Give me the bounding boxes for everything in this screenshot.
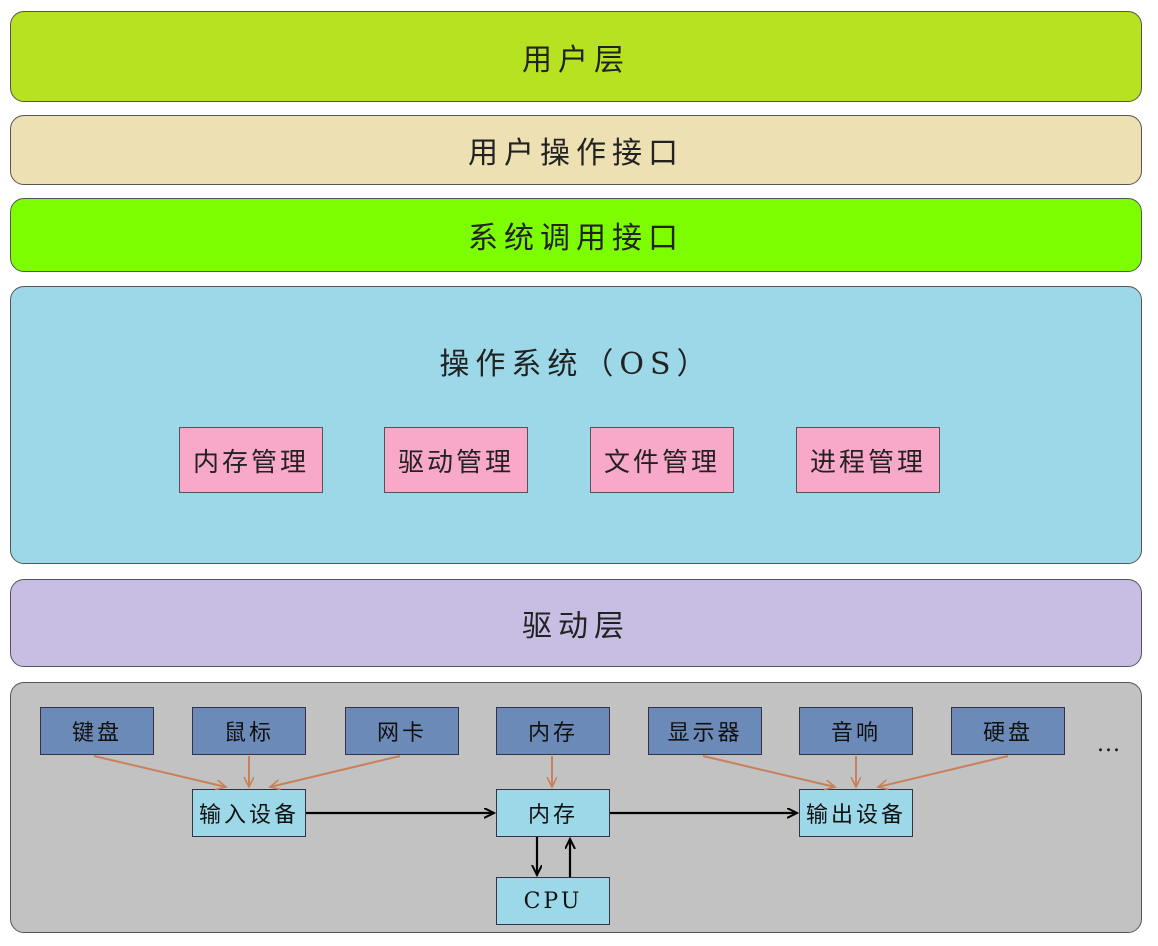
output-devices-node: 输出设备	[799, 789, 913, 837]
syscall-layer-label: 系统调用接口	[468, 221, 684, 256]
os-layer-label: 操作系统（OS）	[439, 347, 713, 382]
memory-management-box: 内存管理	[179, 427, 323, 493]
user-interface-layer-label: 用户操作接口	[468, 136, 684, 171]
cpu-node: CPU	[496, 877, 610, 925]
device-hard-disk: 硬盘	[951, 707, 1065, 755]
device-keyboard: 键盘	[40, 707, 154, 755]
driver-layer: 驱动层	[10, 579, 1142, 667]
driver-management-box: 驱动管理	[384, 427, 528, 493]
file-management-box: 文件管理	[590, 427, 734, 493]
input-devices-node: 输入设备	[192, 789, 306, 837]
device-speaker: 音响	[799, 707, 913, 755]
user-layer-label: 用户层	[522, 42, 630, 78]
syscall-layer: 系统调用接口	[10, 198, 1142, 272]
device-network-card: 网卡	[345, 707, 459, 755]
driver-layer-label: 驱动层	[522, 609, 630, 644]
device-memory: 内存	[496, 707, 610, 755]
os-layer: 操作系统（OS） 内存管理 驱动管理 文件管理 进程管理	[10, 286, 1142, 564]
more-devices-ellipsis: ...	[1097, 732, 1121, 757]
user-interface-layer: 用户操作接口	[10, 115, 1142, 185]
device-display: 显示器	[648, 707, 762, 755]
memory-node: 内存	[496, 789, 610, 837]
device-mouse: 鼠标	[192, 707, 306, 755]
process-management-box: 进程管理	[796, 427, 940, 493]
user-layer: 用户层	[10, 11, 1142, 102]
